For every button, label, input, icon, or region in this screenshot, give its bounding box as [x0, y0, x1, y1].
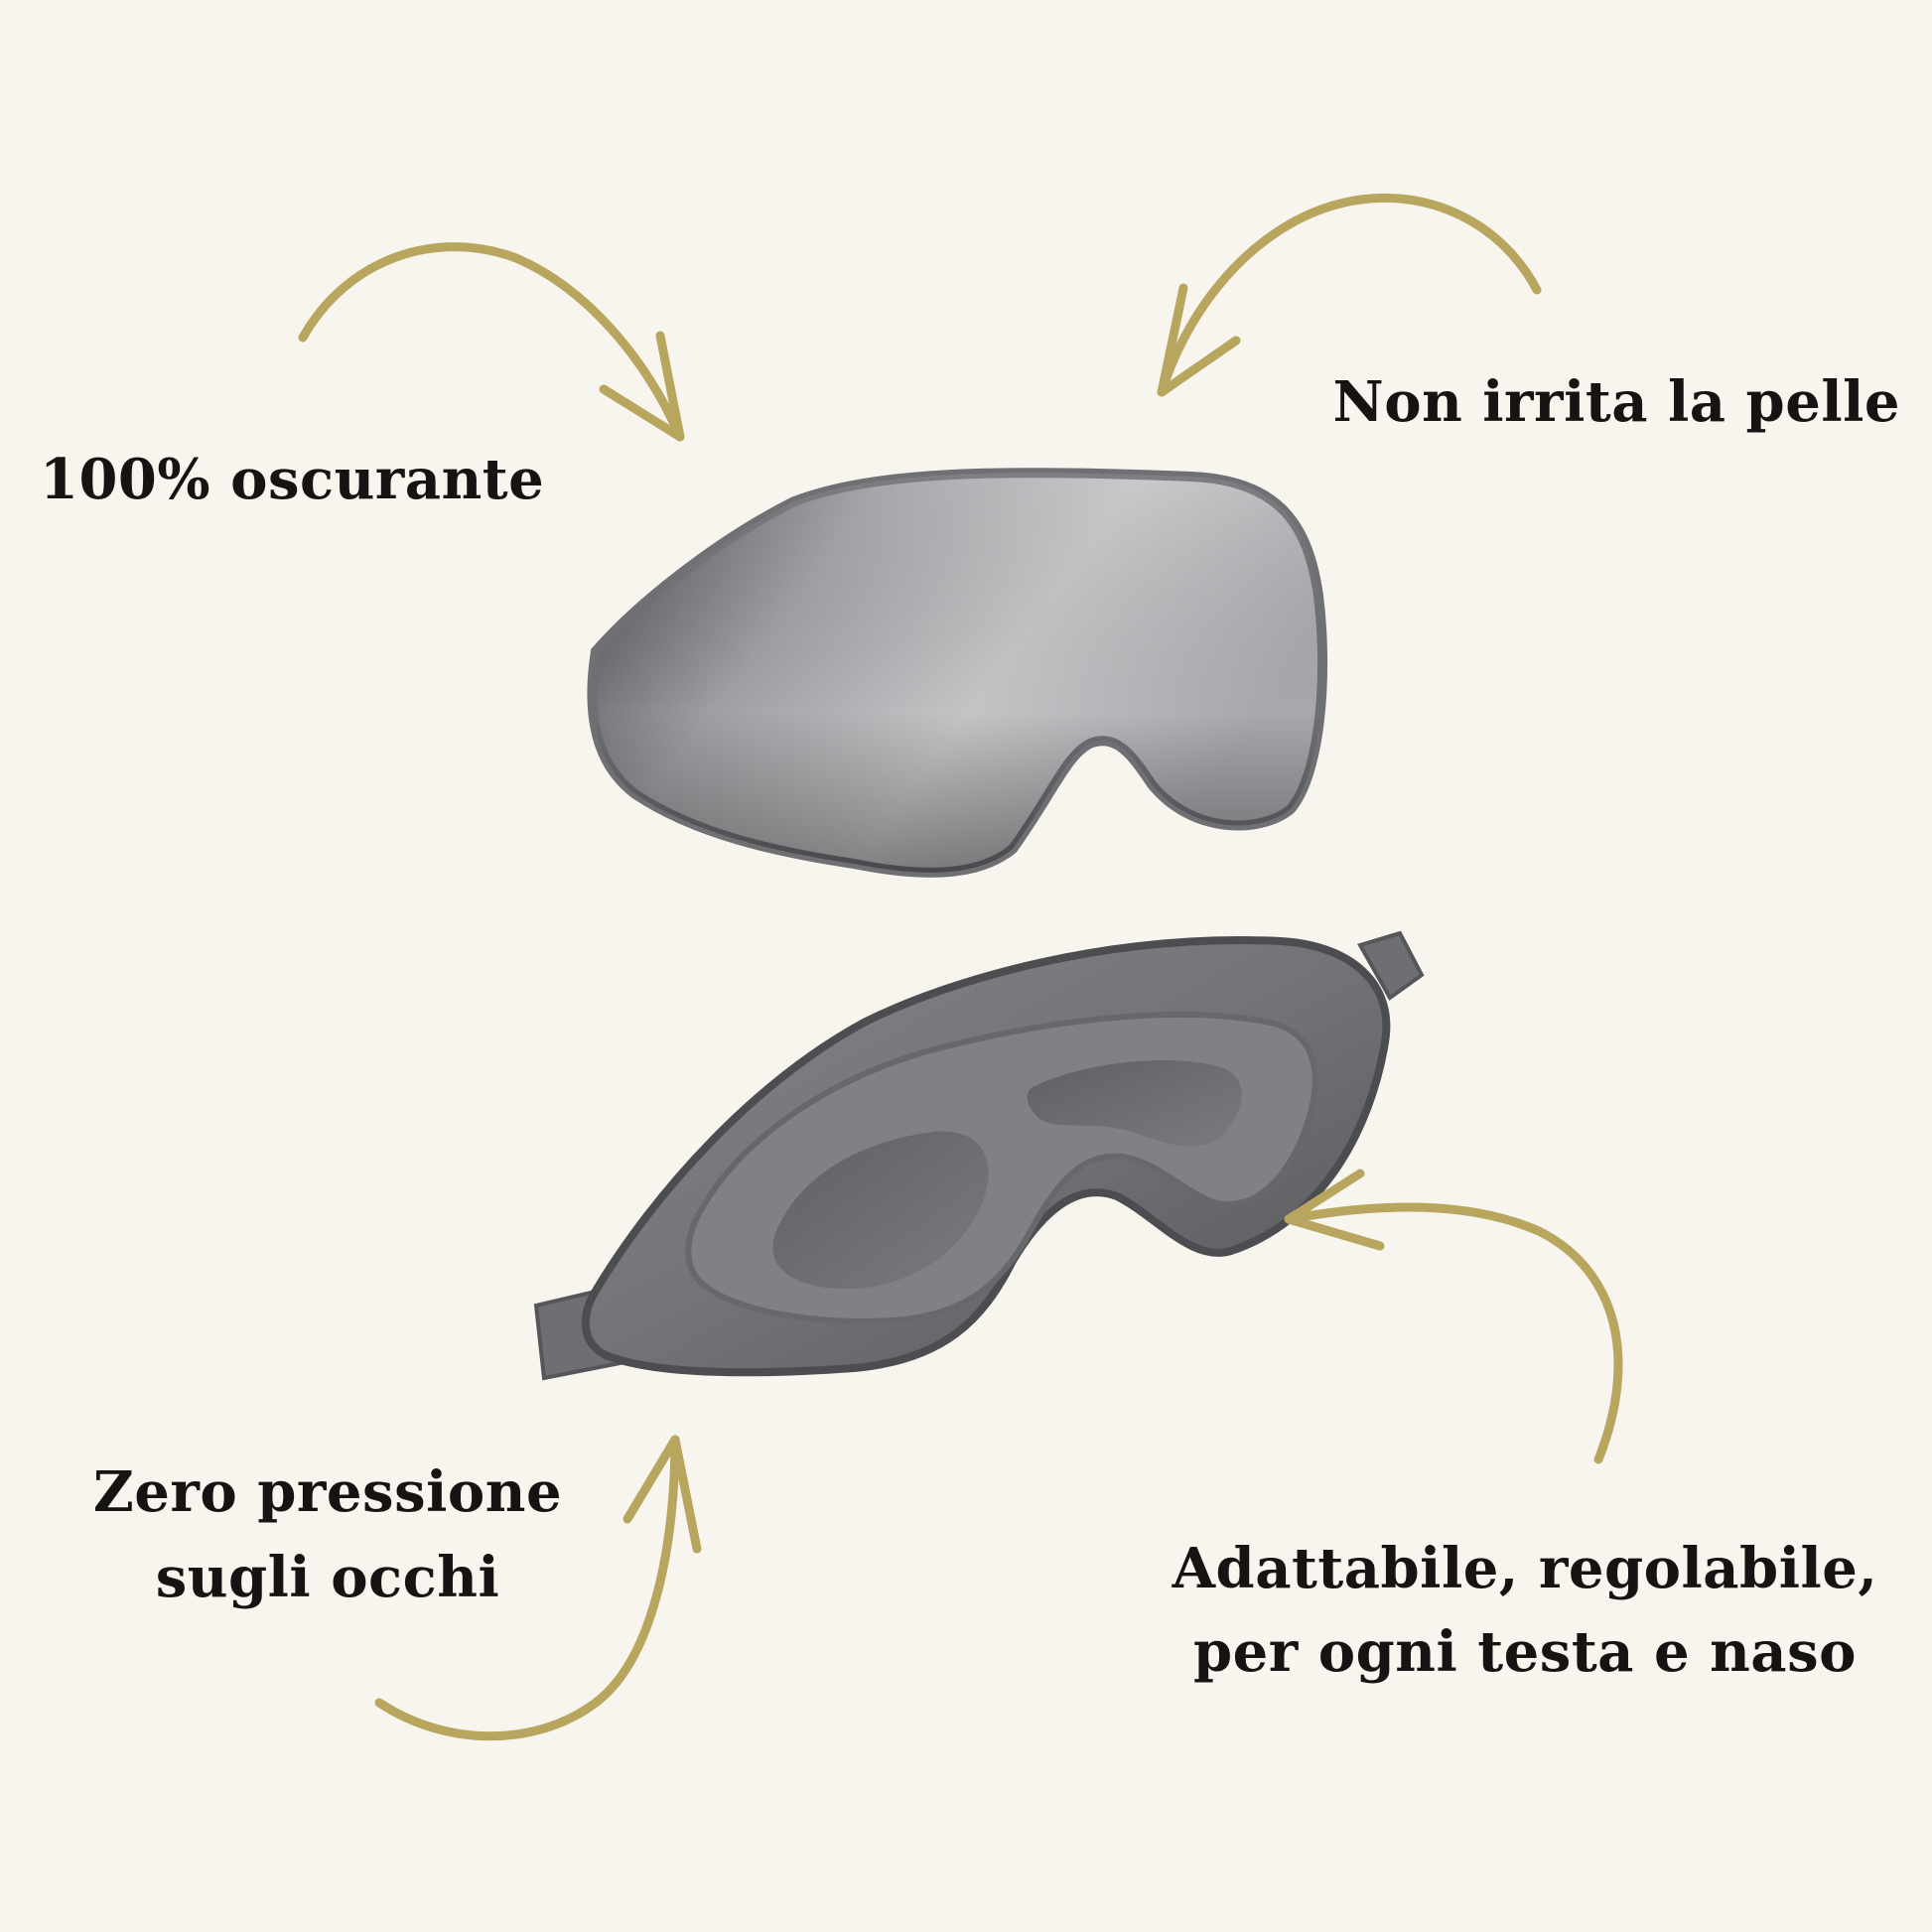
sleep-mask-front-icon — [587, 468, 1328, 878]
curved-arrow-icon — [374, 1435, 702, 1741]
feature-label-pressione-line-2: sugli occhi — [155, 1545, 500, 1610]
feature-label-adattabile: Adattabile, regolabile, per ogni testa e… — [1148, 1527, 1902, 1694]
feature-label-pressione-line-1: Zero pressione — [92, 1459, 563, 1525]
curved-arrow-icon — [1157, 193, 1542, 397]
feature-label-oscurante: 100% oscurante — [40, 447, 545, 512]
curved-arrow-icon — [1284, 1169, 1623, 1464]
feature-label-irrita: Non irrita la pelle — [1332, 369, 1900, 435]
feature-label-adattabile-line-2: per ogni testa e naso — [1193, 1619, 1857, 1685]
sleep-mask-back-icon — [533, 930, 1425, 1381]
feature-label-pressione: Zero pressione sugli occhi — [69, 1449, 586, 1620]
feature-label-adattabile-line-1: Adattabile, regolabile, — [1172, 1536, 1878, 1601]
curved-arrow-icon — [298, 242, 685, 442]
